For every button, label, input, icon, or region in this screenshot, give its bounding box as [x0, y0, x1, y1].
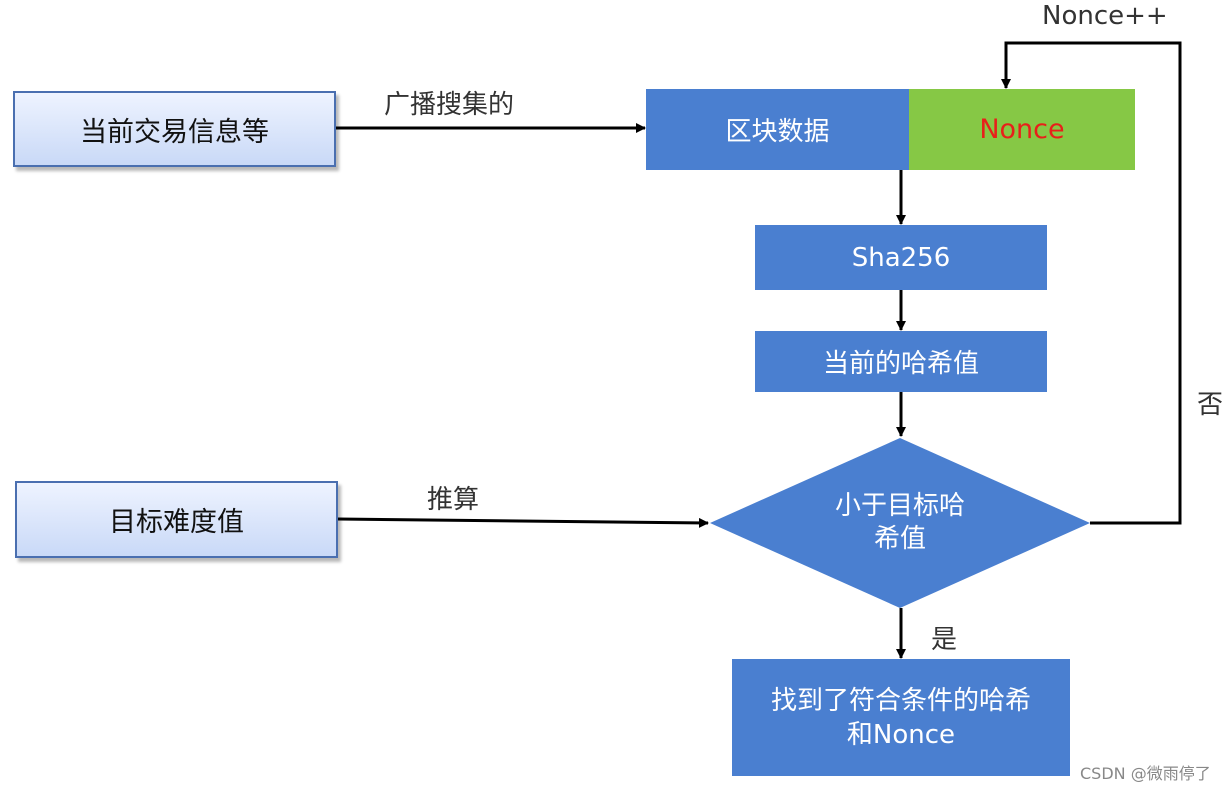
- nonce-label: Nonce: [979, 114, 1065, 145]
- decision-diamond: [710, 438, 1090, 608]
- broadcast-label: 广播搜集的: [384, 90, 515, 120]
- nonce-increment-label: Nonce++: [1042, 1, 1168, 31]
- arrow-loop-back: [1001, 41, 1182, 525]
- decision-line-1: 小于目标哈: [834, 491, 965, 521]
- decision-text: 小于目标哈 希值: [780, 490, 1020, 556]
- input-difficulty-label: 目标难度值: [109, 507, 244, 538]
- input-difficulty-box: 目标难度值: [15, 481, 338, 558]
- no-label: 否: [1197, 390, 1224, 420]
- result-line-1: 找到了符合条件的哈希: [770, 685, 1031, 716]
- block-data-label: 区块数据: [725, 117, 830, 147]
- input-transaction-box: 当前交易信息等: [13, 91, 336, 167]
- nonce-box: Nonce: [909, 89, 1135, 170]
- sha256-label: Sha256: [851, 242, 951, 273]
- input-transaction-label: 当前交易信息等: [80, 116, 269, 148]
- block-data-box: 区块数据: [646, 89, 909, 170]
- result-box: 找到了符合条件的哈希 和Nonce: [732, 659, 1070, 776]
- decision-line-2: 希值: [873, 524, 926, 554]
- current-hash-box: 当前的哈希值: [755, 331, 1047, 392]
- yes-label: 是: [931, 625, 958, 655]
- arrow-difficulty-to-decision: [337, 517, 709, 528]
- result-line-2: 和Nonce: [846, 719, 956, 750]
- watermark: CSDN @微雨停了: [1080, 764, 1211, 783]
- current-hash-label: 当前的哈希值: [822, 349, 979, 379]
- derive-label: 推算: [427, 485, 480, 515]
- sha256-box: Sha256: [755, 225, 1047, 290]
